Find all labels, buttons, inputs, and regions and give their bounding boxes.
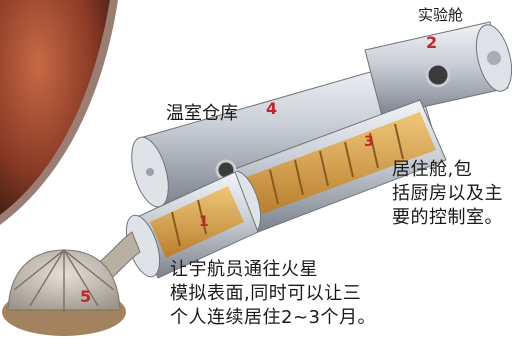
module-2-number: 2 bbox=[426, 33, 438, 52]
module-2-caption: 实验舱 bbox=[418, 6, 464, 24]
module-1-access-cylinder bbox=[125, 171, 259, 279]
module-4-caption: 温室仓库 bbox=[166, 103, 238, 124]
module-3-number: 3 bbox=[364, 134, 374, 150]
module-3-caption: 居住舱,包 括厨房以及主 要的控制室。 bbox=[392, 159, 503, 228]
mars-backdrop bbox=[0, 0, 118, 225]
module-5-dome bbox=[2, 249, 126, 336]
module-4-number: 4 bbox=[266, 99, 278, 118]
module-1-number: 1 bbox=[199, 214, 209, 230]
module-1-caption: 让宇航员通往火星 模拟表面,同时可以让三 个人连续居住2~3个月。 bbox=[170, 259, 376, 328]
module-2-lab-cylinder bbox=[364, 21, 512, 117]
module-5-number: 5 bbox=[80, 287, 92, 306]
